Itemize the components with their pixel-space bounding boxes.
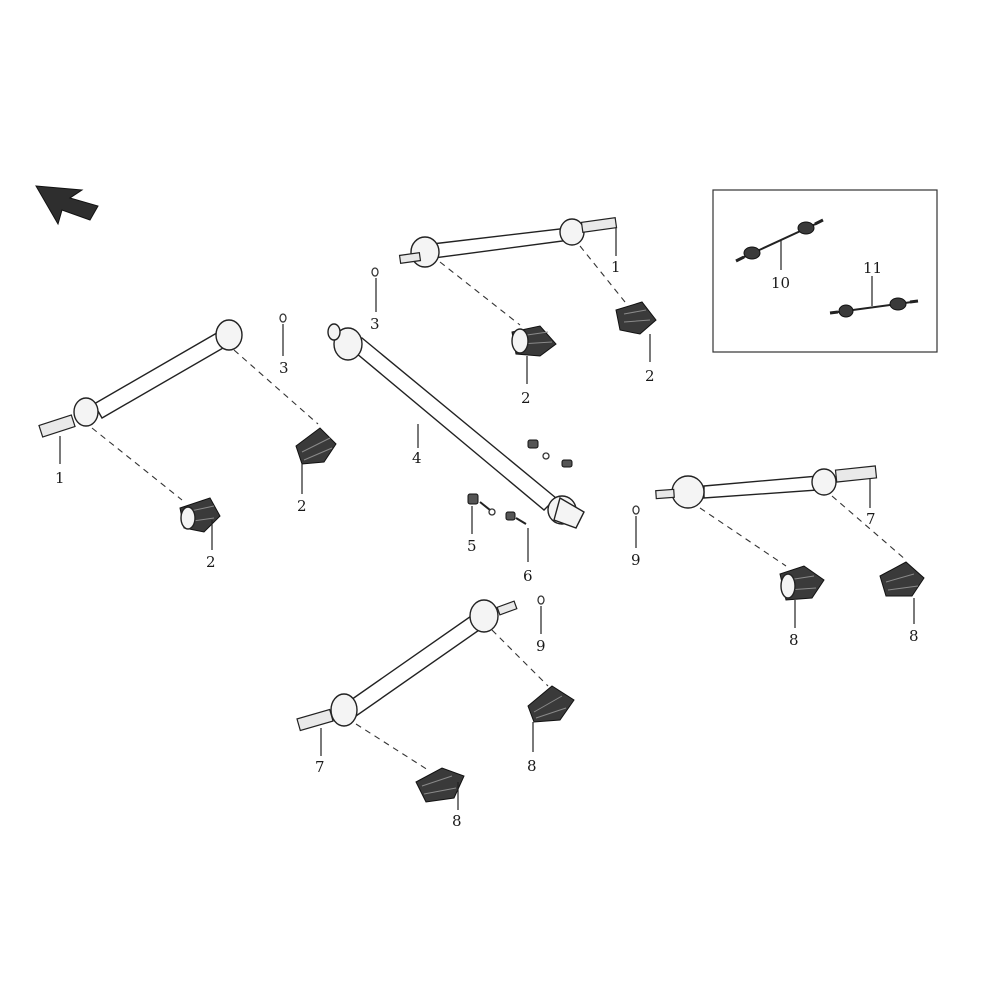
front-direction-arrow-icon	[35, 185, 99, 226]
cv-boot-left-outer	[295, 427, 337, 465]
callout-7-right: 7	[866, 510, 876, 528]
cv-boot-bottom-outer	[527, 685, 575, 723]
callout-1-top: 1	[611, 258, 621, 276]
cv-boot-right-inner	[779, 565, 825, 601]
bolt-5	[467, 493, 496, 516]
callout-2-left-outer: 2	[297, 497, 307, 515]
callout-1-left: 1	[55, 469, 65, 487]
propeller-shaft	[327, 323, 585, 529]
halfshaft-bottom	[296, 595, 545, 732]
bolt-set-upper	[527, 439, 573, 468]
cv-boot-right-outer	[879, 561, 925, 597]
callout-3-left: 3	[279, 359, 289, 377]
callout-2-top-outer: 2	[645, 367, 655, 385]
cv-boot-left-inner	[179, 497, 221, 533]
callout-8-right-inner: 8	[789, 631, 799, 649]
halfshaft-right	[632, 465, 878, 515]
callout-5: 5	[467, 537, 477, 555]
callout-2-left-inner: 2	[206, 553, 216, 571]
cv-boot-top-outer	[615, 301, 657, 335]
inset-shaft-11	[829, 297, 919, 318]
callout-8-bottom-outer: 8	[527, 757, 537, 775]
callout-8-bottom-inner: 8	[452, 812, 462, 830]
callout-2-top-inner: 2	[521, 389, 531, 407]
bolt-6	[505, 511, 527, 525]
callout-11: 11	[863, 259, 882, 277]
callout-9-bottom: 9	[536, 637, 546, 655]
callout-9-right: 9	[631, 551, 641, 569]
callout-7-bottom: 7	[315, 758, 325, 776]
cv-boot-top-inner	[511, 325, 557, 357]
callout-10: 10	[771, 274, 790, 292]
cv-boot-bottom-inner	[415, 767, 465, 803]
callout-3-top: 3	[370, 315, 380, 333]
halfshaft-left	[38, 313, 287, 438]
halfshaft-top	[371, 217, 618, 277]
callout-6: 6	[523, 567, 533, 585]
inset-box	[712, 189, 938, 353]
callout-8-right-outer: 8	[909, 627, 919, 645]
callout-4: 4	[412, 449, 422, 467]
